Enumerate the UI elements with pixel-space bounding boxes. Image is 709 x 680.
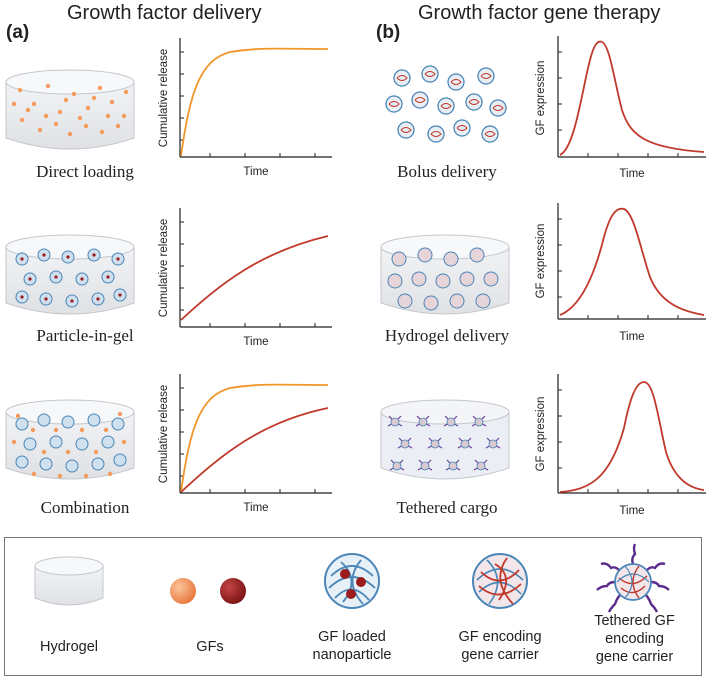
legend-label-gf-encoding-gene-carrier: GF encoding gene carrier bbox=[445, 628, 555, 664]
expression-y-label: GF expression bbox=[535, 61, 547, 136]
expression-y-label: GF expression bbox=[535, 397, 547, 472]
time-x-label: Time bbox=[619, 168, 644, 180]
panel-label-b: (b) bbox=[376, 22, 401, 43]
caption-bolus-delivery: Bolus delivery bbox=[397, 162, 497, 181]
legend-line: Tethered GF bbox=[594, 613, 675, 629]
release-chart-direct-loading: Cumulative release Time bbox=[158, 38, 332, 178]
hydrogel-particle-in-gel-icon bbox=[5, 234, 135, 315]
tethered-gf-carrier-icon bbox=[596, 543, 670, 613]
expression-chart-hydrogel: GF expression Time bbox=[535, 203, 706, 343]
legend-label-hydrogel: Hydrogel bbox=[39, 639, 99, 655]
legend-line: GF loaded bbox=[318, 629, 386, 645]
legend-line: nanoparticle bbox=[312, 647, 392, 663]
heading-growth-factor-delivery: Growth factor delivery bbox=[67, 2, 262, 24]
panel-label-a: (a) bbox=[6, 22, 30, 43]
caption-direct-loading: Direct loading bbox=[36, 162, 134, 181]
expression-curve bbox=[559, 381, 705, 493]
bolus-delivery-carriers-icon bbox=[385, 65, 507, 143]
legend-box: Hydrogel GFs GF loaded nanoparticle GF e… bbox=[4, 537, 702, 676]
expression-curve bbox=[559, 40, 705, 156]
fast-release-curve bbox=[180, 383, 329, 493]
expression-chart-bolus: GF expression Time bbox=[535, 36, 706, 180]
time-x-label: Time bbox=[243, 502, 268, 514]
legend-line: gene carrier bbox=[595, 649, 674, 665]
expression-curve bbox=[559, 207, 705, 316]
caption-hydrogel-delivery: Hydrogel delivery bbox=[384, 326, 510, 345]
heading-growth-factor-gene-therapy: Growth factor gene therapy bbox=[418, 2, 661, 24]
gf-particles-icon bbox=[170, 578, 246, 604]
hydrogel-direct-loading-icon bbox=[5, 69, 135, 150]
time-x-label: Time bbox=[619, 505, 644, 517]
legend-line: encoding bbox=[605, 631, 664, 647]
release-y-label: Cumulative release bbox=[158, 385, 170, 483]
caption-combination: Combination bbox=[40, 498, 130, 517]
time-x-label: Time bbox=[243, 336, 268, 348]
release-chart-combination: Cumulative release Time bbox=[158, 374, 332, 514]
time-x-label: Time bbox=[243, 166, 268, 178]
caption-particle-in-gel: Particle-in-gel bbox=[36, 326, 134, 345]
hydrogel-icon bbox=[34, 556, 104, 606]
legend-line: gene carrier bbox=[461, 647, 539, 663]
gf-loaded-nanoparticle-icon bbox=[324, 553, 380, 609]
hydrogel-combination-icon bbox=[5, 399, 135, 480]
expression-y-label: GF expression bbox=[535, 224, 547, 299]
expression-chart-tethered: GF expression Time bbox=[535, 374, 706, 517]
fast-release-curve bbox=[180, 47, 329, 157]
gf-encoding-gene-carrier-icon bbox=[472, 553, 528, 609]
tethered-cargo-icon bbox=[380, 399, 510, 480]
legend-label-tethered-gf-carrier: Tethered GF encoding gene carrier bbox=[577, 612, 692, 666]
hydrogel-delivery-icon bbox=[380, 234, 510, 315]
slow-release-curve bbox=[180, 235, 329, 321]
legend-line: GF encoding bbox=[458, 629, 542, 645]
legend-label-gf-loaded-nanoparticle: GF loaded nanoparticle bbox=[297, 628, 407, 664]
release-y-label: Cumulative release bbox=[158, 219, 170, 317]
time-x-label: Time bbox=[619, 331, 644, 343]
legend-label-gfs: GFs bbox=[196, 639, 224, 655]
release-chart-particle-in-gel: Cumulative release Time bbox=[158, 208, 332, 348]
release-y-label: Cumulative release bbox=[158, 49, 170, 147]
slow-release-curve bbox=[180, 407, 329, 493]
caption-tethered-cargo: Tethered cargo bbox=[396, 498, 498, 517]
